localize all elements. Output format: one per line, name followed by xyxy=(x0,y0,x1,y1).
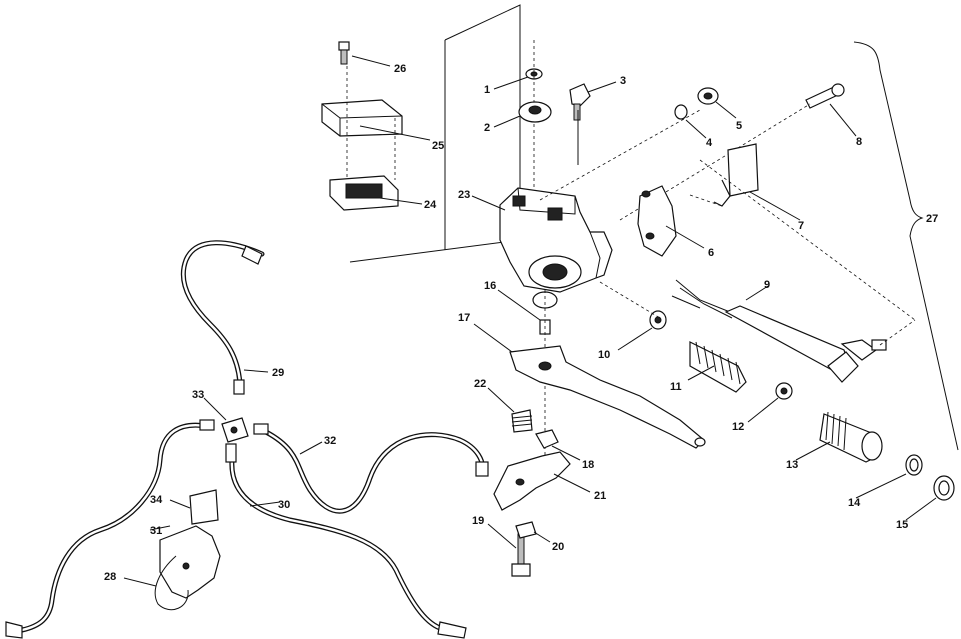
part-7-bracket xyxy=(689,143,801,221)
callout-5: 5 xyxy=(736,120,742,132)
guide-line-4 xyxy=(539,109,701,201)
part-6-clamp xyxy=(637,185,705,257)
part-2-washer xyxy=(493,101,552,128)
callout-31: 31 xyxy=(150,525,162,537)
hose-31 xyxy=(5,422,209,639)
callout-14: 14 xyxy=(848,497,861,509)
callout-19: 19 xyxy=(472,515,484,527)
part-17-brake-lever xyxy=(473,323,706,449)
part-5-nut xyxy=(697,87,737,119)
callout-8: 8 xyxy=(856,136,862,148)
callout-33: 33 xyxy=(192,389,204,401)
part-11-spring xyxy=(687,341,747,393)
callout-18: 18 xyxy=(582,459,594,471)
part-24-diaphragm xyxy=(329,66,423,211)
callout-25: 25 xyxy=(432,140,444,152)
callout-29: 29 xyxy=(272,367,284,379)
callout-16: 16 xyxy=(484,280,496,292)
part-20-nut xyxy=(515,521,551,543)
part-12-washer xyxy=(747,382,793,423)
part-28-caliper xyxy=(123,525,221,611)
callout-1: 1 xyxy=(484,84,490,96)
part-23-master-cylinder xyxy=(471,110,613,293)
callout-24: 24 xyxy=(424,199,437,211)
part-13-piston xyxy=(795,411,883,463)
reservoir-bracket xyxy=(349,4,521,263)
part-33-junction-block xyxy=(199,397,269,463)
callout-7: 7 xyxy=(798,220,804,232)
part-34-label xyxy=(169,489,219,525)
brace-27 xyxy=(853,41,959,451)
callout-labels: 1 2 3 4 5 6 7 8 9 10 11 12 13 14 15 16 1… xyxy=(104,63,938,583)
callout-9: 9 xyxy=(764,279,770,291)
part-26-screw xyxy=(338,41,391,67)
callout-6: 6 xyxy=(708,247,714,259)
callout-13: 13 xyxy=(786,459,798,471)
hose-29 xyxy=(180,240,269,395)
part-22-spring xyxy=(487,387,533,433)
hose-32 xyxy=(263,429,489,514)
callout-10: 10 xyxy=(598,349,610,361)
part-21-cam xyxy=(493,451,591,511)
callout-20: 20 xyxy=(552,541,564,553)
callout-23: 23 xyxy=(458,189,470,201)
part-16-bushing xyxy=(497,289,558,460)
callout-28: 28 xyxy=(104,571,116,583)
part-25-reservoir-cover xyxy=(321,99,431,141)
callout-2: 2 xyxy=(484,122,490,134)
callout-4: 4 xyxy=(706,137,713,149)
part-10-washer xyxy=(599,281,667,351)
callout-11: 11 xyxy=(670,381,682,393)
callout-17: 17 xyxy=(458,312,470,324)
callout-34: 34 xyxy=(150,494,163,506)
part-18-nut xyxy=(535,429,581,461)
part-3-bolt xyxy=(569,81,617,121)
callout-15: 15 xyxy=(896,519,908,531)
callout-27: 27 xyxy=(926,213,938,225)
callout-26: 26 xyxy=(394,63,406,75)
part-15-ring xyxy=(905,475,955,521)
callout-12: 12 xyxy=(732,421,744,433)
part-19-bolt xyxy=(487,523,531,577)
part-4-washer xyxy=(674,104,707,139)
callout-21: 21 xyxy=(594,490,606,502)
part-9-brake-switch xyxy=(671,159,916,383)
callout-3: 3 xyxy=(620,75,626,87)
callout-22: 22 xyxy=(474,378,486,390)
hose-30 xyxy=(229,457,467,639)
callout-30: 30 xyxy=(278,499,290,511)
part-14-seal xyxy=(855,454,923,499)
callout-32: 32 xyxy=(324,435,336,447)
